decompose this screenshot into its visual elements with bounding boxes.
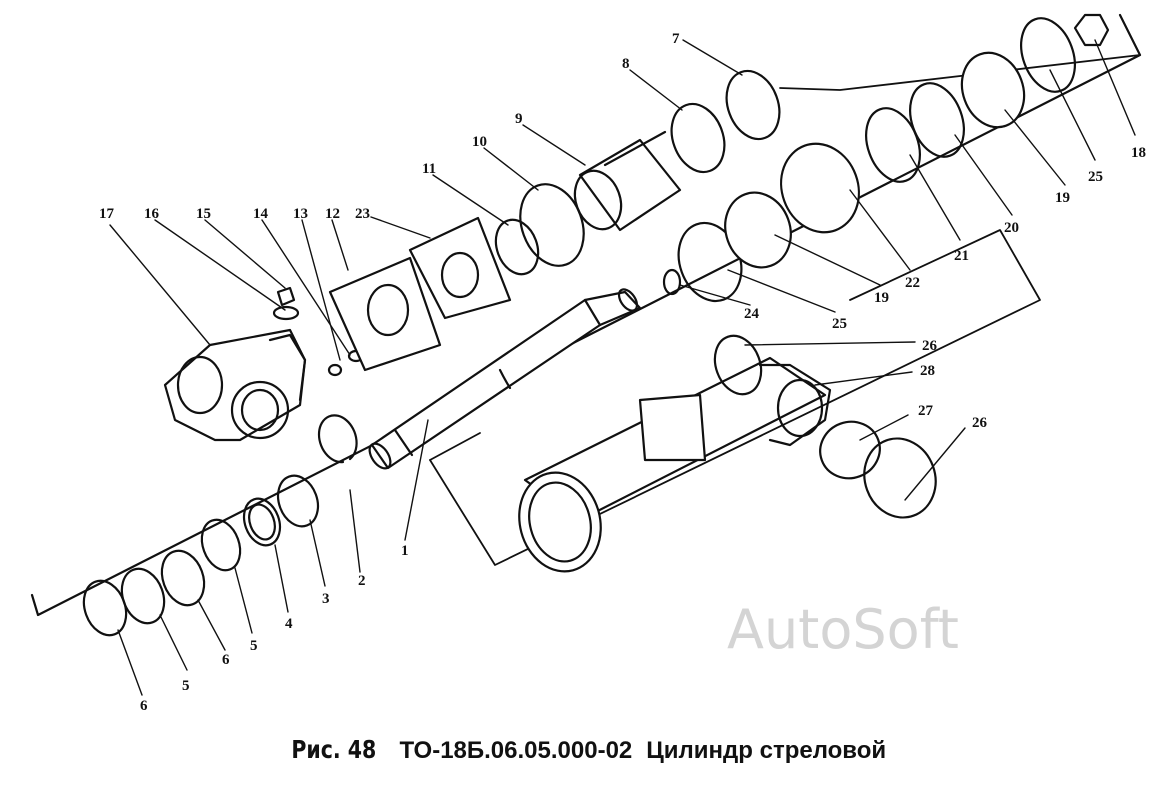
callout-14: 14 [253, 206, 269, 222]
callout-25a: 25 [1088, 169, 1103, 185]
callout-5b: 5 [182, 678, 190, 694]
cylinder-barrel [518, 356, 832, 573]
callout-19a: 19 [1055, 190, 1070, 206]
callout-26a: 26 [922, 338, 938, 354]
callout-3: 3 [322, 591, 330, 607]
callout-20: 20 [1004, 220, 1019, 236]
callout-6a: 6 [222, 652, 230, 668]
figure-caption: Рис. 48 ТО-18Б.06.05.000-02 Цилиндр стрело… [0, 735, 1168, 765]
callout-2: 2 [358, 573, 366, 589]
callout-9: 9 [515, 111, 523, 127]
callout-4: 4 [285, 616, 293, 632]
callout-21: 21 [954, 248, 969, 264]
callout-22: 22 [905, 275, 920, 291]
piston-rings-left [494, 183, 585, 276]
callout-28: 28 [920, 363, 935, 379]
rod-seal-rings [82, 414, 358, 637]
head-seal-group [662, 13, 1110, 303]
callout-1: 1 [401, 543, 409, 559]
piston-rings-right [670, 69, 781, 174]
callout-labels: 1 2 3 4 5 5 5 6 6 7 8 9 10 11 12 13 14 1… [99, 31, 1146, 714]
callout-11: 11 [422, 161, 436, 177]
callout-6b: 6 [140, 698, 148, 714]
flange-plates [328, 216, 512, 372]
callout-26b: 26 [972, 415, 988, 431]
lower-panel-outline [429, 229, 1041, 566]
callout-13: 13 [293, 206, 308, 222]
callout-23: 23 [355, 206, 370, 222]
callout-18: 18 [1131, 145, 1146, 161]
callout-15: 15 [196, 206, 211, 222]
piston [573, 130, 682, 232]
callout-10: 10 [472, 134, 487, 150]
rod-eye-clevis [163, 328, 307, 442]
callout-24: 24 [744, 306, 760, 322]
figure-code: ТО-18Б.06.05.000-02 [399, 737, 633, 764]
upper-panel-outline [30, 13, 1142, 617]
leader-lines [109, 39, 1136, 696]
piston-rod [368, 288, 642, 470]
callout-17: 17 [99, 206, 115, 222]
callout-12: 12 [325, 206, 340, 222]
callout-16: 16 [144, 206, 160, 222]
figure-title: Цилиндр стреловой [646, 737, 887, 764]
callout-5a: 5 [250, 638, 258, 654]
callout-7: 7 [672, 31, 680, 47]
callout-19b: 19 [874, 290, 889, 306]
watermark: AutoSoft [727, 598, 959, 661]
callout-27: 27 [918, 403, 934, 419]
callout-8: 8 [622, 56, 630, 72]
callout-25b: 25 [832, 316, 847, 332]
figure-label: Рис. 48 [291, 735, 377, 764]
